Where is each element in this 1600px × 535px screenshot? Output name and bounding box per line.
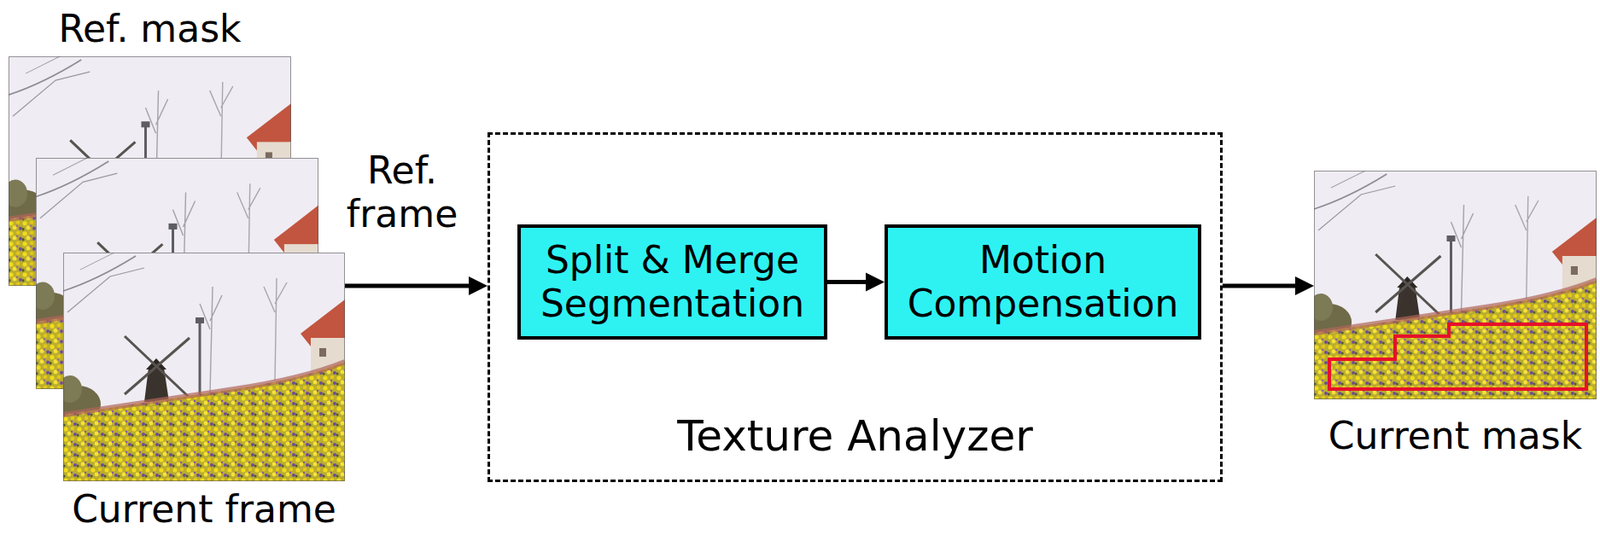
process-label: Motion Compensation [894, 239, 1192, 326]
arrow-line [1222, 284, 1299, 289]
current-frame: Current frame [63, 252, 345, 482]
flow-arrow [827, 273, 885, 292]
reference-mask-frame: Ref. mask [8, 56, 292, 287]
process-label: Split & Merge Segmentation [527, 239, 818, 326]
arrow-line [344, 284, 473, 289]
flow-arrow [344, 276, 488, 296]
current-mask-frame: Current mask [1313, 170, 1597, 400]
arrow-head [865, 273, 885, 292]
frame-label: Ref. mask [8, 7, 292, 52]
flow-arrow [1222, 276, 1314, 296]
reference-frame: Ref. frame [35, 157, 319, 390]
frame-label: Current mask [1296, 414, 1600, 459]
group-title: Texture Analyzer [490, 412, 1221, 462]
current-frame-image [56, 252, 345, 482]
frame-label: Current frame [46, 488, 363, 532]
current-mask-image [1307, 170, 1597, 400]
process-box: Motion Compensation [884, 224, 1202, 340]
arrow-head [468, 276, 488, 296]
analyzer-group: Texture Analyzer Split & Merge Segmentati… [487, 132, 1223, 483]
arrow-head [1295, 276, 1314, 296]
arrow-line [827, 280, 870, 285]
process-box: Split & Merge Segmentation [517, 224, 828, 340]
frame-label: Ref. frame [342, 149, 462, 236]
texture-region-outline [1329, 324, 1587, 390]
